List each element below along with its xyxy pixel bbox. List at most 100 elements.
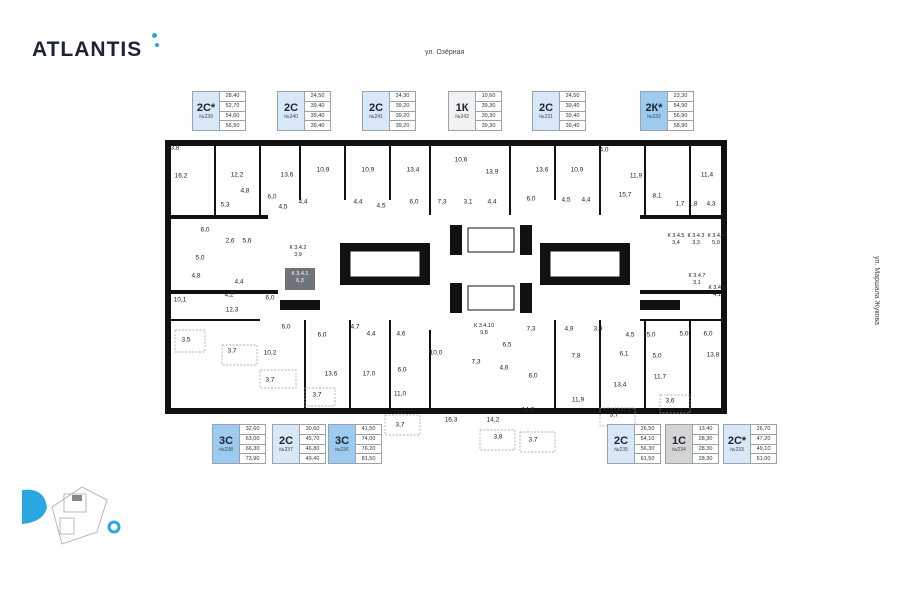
room-area: 6,0 bbox=[200, 226, 210, 234]
apartment-type: 2К* bbox=[645, 102, 663, 114]
room-area: 10,9 bbox=[570, 166, 584, 174]
storage-label: К 3.4.2 bbox=[289, 245, 307, 251]
apartment-area: 39,40 bbox=[310, 122, 325, 129]
room-area: 3,7 bbox=[609, 411, 619, 419]
apartment-type-box: 3С №236 bbox=[329, 425, 356, 463]
room-area: 6,0 bbox=[703, 330, 713, 338]
apartment-area: 39,40 bbox=[305, 112, 330, 122]
storage-label: К 3.4.5 bbox=[667, 233, 685, 239]
storage-label: К 3.4.8 bbox=[708, 285, 726, 291]
apartment-area: 32,60 bbox=[240, 425, 265, 435]
apartment-area: 54,60 bbox=[220, 112, 245, 122]
apartment-area: 76,20 bbox=[356, 445, 381, 455]
apartment-area: 24,50 bbox=[305, 92, 330, 102]
apartment-area: 58,90 bbox=[673, 122, 688, 129]
room-area: 12,2 bbox=[230, 171, 244, 179]
room-area: 7,3 bbox=[471, 358, 481, 366]
apartment-type-box: 2С* №239 bbox=[193, 92, 220, 130]
room-area: 6,0 bbox=[317, 331, 327, 339]
apartment-number: №233 bbox=[730, 447, 744, 453]
room-area: 1,8 bbox=[688, 200, 698, 208]
storage-area: 3,3 bbox=[692, 240, 700, 246]
room-area: 5,0 bbox=[195, 254, 205, 262]
room-area: 4,3 bbox=[706, 200, 716, 208]
apartment-type-box: 2С №235 bbox=[608, 425, 635, 463]
apartment-type: 3С bbox=[334, 435, 350, 447]
room-area: 11,9 bbox=[629, 172, 643, 180]
apartment-number: №242 bbox=[455, 114, 469, 120]
apartment-area: 39,20 bbox=[395, 122, 410, 129]
apartment-area: 51,00 bbox=[756, 455, 771, 462]
apartment-area: 28,40 bbox=[220, 92, 245, 102]
room-area: 3,1 bbox=[463, 198, 473, 206]
room-area: 4,6 bbox=[499, 364, 509, 372]
room-area: 14,2 bbox=[486, 416, 500, 424]
apartment-area: 54,10 bbox=[635, 435, 660, 445]
brand-logo: ATLANTIS bbox=[32, 38, 142, 62]
apartment-area: 39,40 bbox=[305, 102, 330, 112]
room-area: 7,8 bbox=[571, 352, 581, 360]
apartment-area: 39,40 bbox=[565, 122, 580, 129]
apartment-area: 28,30 bbox=[698, 455, 713, 462]
room-area: 7,3 bbox=[437, 198, 447, 206]
room-area: 3,7 bbox=[528, 436, 538, 444]
room-area: 6,1 bbox=[619, 350, 629, 358]
apartment-area: 13,40 bbox=[693, 425, 718, 435]
room-area: 5,0 bbox=[652, 352, 662, 360]
room-area: 3,7 bbox=[395, 421, 405, 429]
apartment-type: 2С bbox=[283, 102, 299, 114]
storage-highlight bbox=[285, 268, 315, 290]
apartment-area: 39,20 bbox=[390, 112, 415, 122]
room-area: 4,0 bbox=[599, 146, 609, 154]
room-area: 6,0 bbox=[528, 372, 538, 380]
room-area: 1,7 bbox=[675, 200, 685, 208]
room-area: 14,6 bbox=[521, 406, 535, 414]
room-area: 3,9 bbox=[593, 325, 603, 333]
storage-area: 5,0 bbox=[712, 240, 720, 246]
room-area: 8,1 bbox=[652, 192, 662, 200]
storage-label: К 3.4.10 bbox=[473, 323, 495, 329]
room-area: 10,6 bbox=[454, 156, 468, 164]
apartment-number: №237 bbox=[279, 447, 293, 453]
apartment-type: 2С* bbox=[196, 102, 216, 114]
apartment-area: 24,30 bbox=[390, 92, 415, 102]
apartment-area: 10,60 bbox=[476, 92, 501, 102]
apartment-type-box: 1С №234 bbox=[666, 425, 693, 463]
room-area: 10,1 bbox=[173, 296, 187, 304]
room-area: 3,7 bbox=[265, 376, 275, 384]
room-area: 4,8 bbox=[240, 187, 250, 195]
room-area: 3,7 bbox=[312, 391, 322, 399]
apartment-type: 1К bbox=[455, 102, 469, 114]
room-area: 4,8 bbox=[191, 272, 201, 280]
apartment-type-box: 2С №241 bbox=[363, 92, 390, 130]
room-area: 13,6 bbox=[535, 166, 549, 174]
apartment-type-box: 2К* №232 bbox=[641, 92, 668, 130]
apartment-area: 49,10 bbox=[751, 445, 776, 455]
room-area: 5,0 bbox=[679, 330, 689, 338]
apartment-area: 28,30 bbox=[693, 445, 718, 455]
apartment-type-box: 2С* №233 bbox=[724, 425, 751, 463]
apartment-area: 63,00 bbox=[240, 435, 265, 445]
apartment-area: 45,70 bbox=[300, 435, 325, 445]
